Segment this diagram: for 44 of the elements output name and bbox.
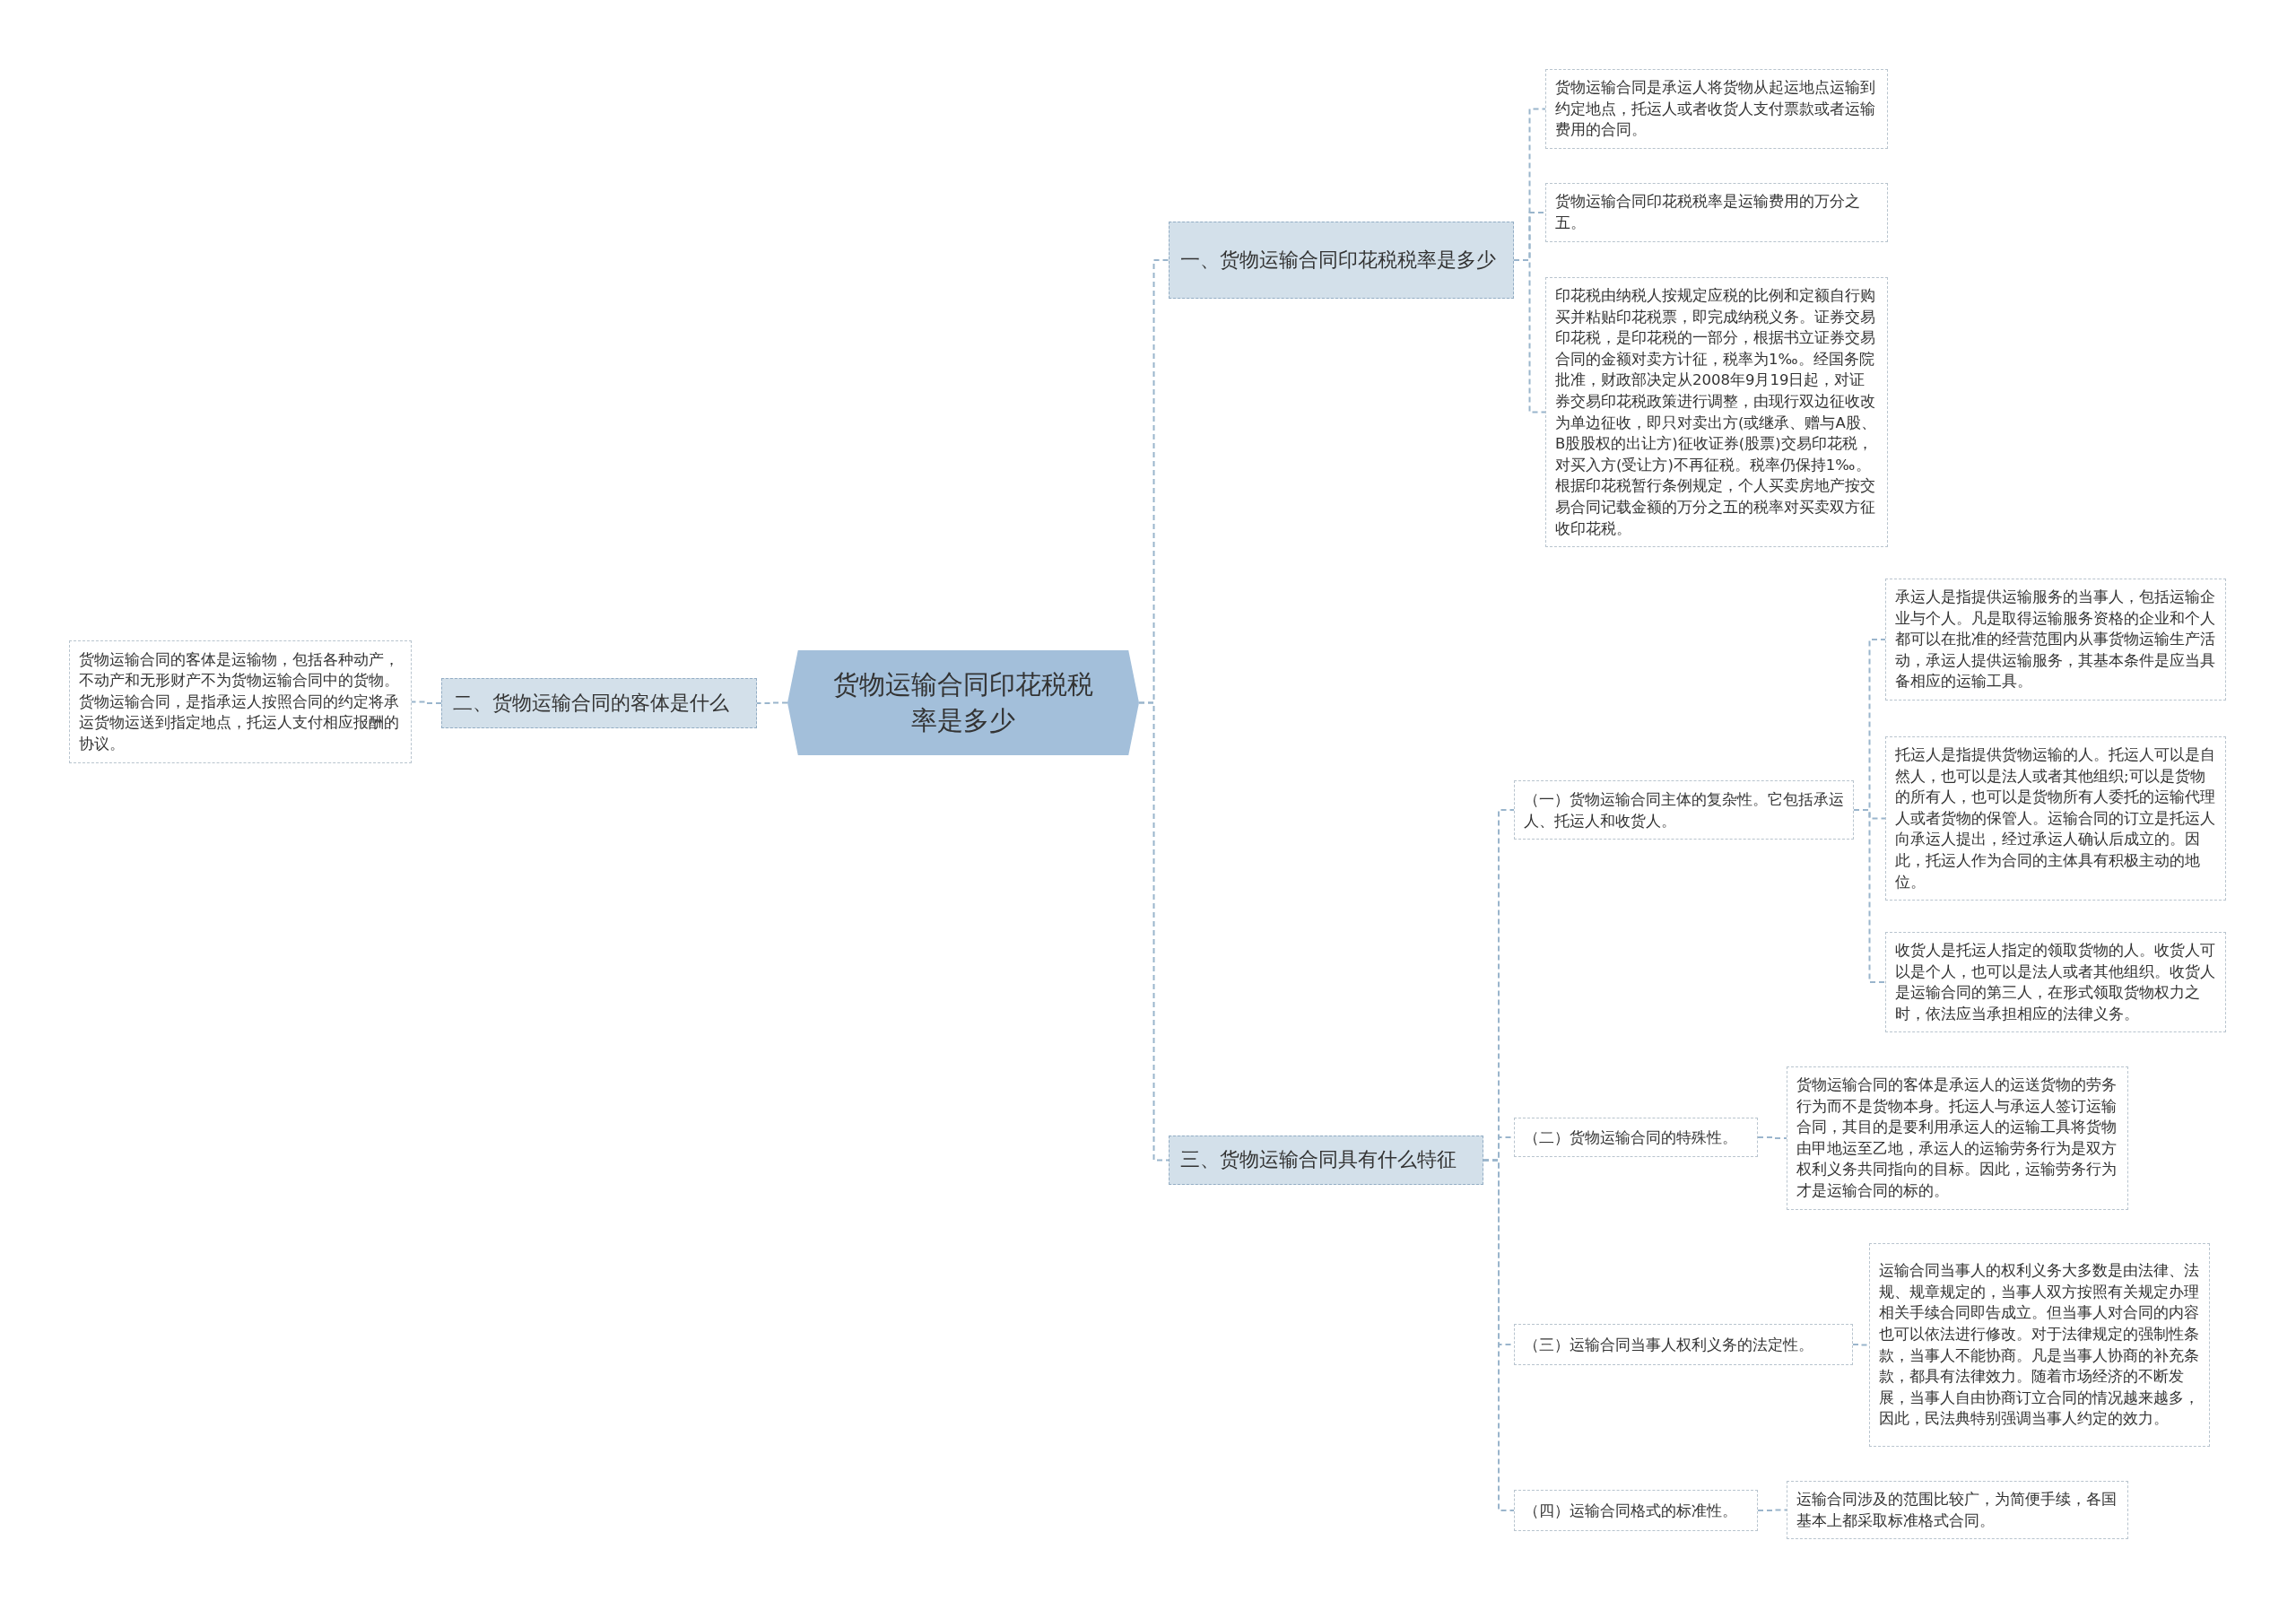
subtopic-box — [1514, 1118, 1758, 1157]
central-topic-hexagon — [787, 650, 1139, 755]
topic-text: （一）货物运输合同主体的复杂性。它包括承运人、托运人和收货人。 — [1524, 788, 1844, 831]
topic-box — [441, 678, 757, 728]
topic-box — [1169, 1136, 1483, 1185]
note-box — [1885, 932, 2226, 1033]
connector-line — [1757, 1136, 1787, 1139]
connector-line — [411, 701, 442, 704]
subtopic-box — [1514, 1490, 1758, 1531]
topic-text: 二、货物运输合同的客体是什么 — [453, 690, 729, 716]
connector-line — [1852, 1344, 1870, 1346]
topic-text: （三）运输合同当事人权利义务的法定性。 — [1524, 1334, 1813, 1355]
connector-line — [1513, 259, 1546, 413]
topic-text: 运输合同涉及的范围比较广，为简便手续，各国基本上都采取标准格式合同。 — [1796, 1490, 2118, 1531]
note-box — [1545, 183, 1888, 242]
note-box — [1885, 736, 2226, 901]
note-box — [69, 640, 412, 763]
subtopic-box — [1514, 780, 1854, 840]
note-box — [1787, 1066, 2128, 1210]
topic-text: 货物运输合同印花税税率是多少 — [832, 668, 1094, 737]
note-box — [1787, 1481, 2128, 1540]
topic-text: 收货人是托运人指定的领取货物的人。收货人可以是个人，也可以是法人或者其他组织。收货人是运输合同的第三人，在形式领取货物权力之时，依法应当承担相应的法律义务。 — [1895, 941, 2216, 1024]
connector-line — [1483, 1159, 1515, 1511]
topic-text: 货物运输合同的客体是运输物，包括各种动产，不动产和无形财产不为货物运输合同中的货物。货物运输合同，是指承运人按照合同的约定将承运货物运送到指定地点，托运人支付相应报酬的协议。 — [79, 649, 400, 754]
topic-text: 货物运输合同是承运人将货物从起运地点运输到约定地点，托运人或者收货人支付票款或者运输费用的合同。 — [1555, 78, 1876, 141]
subtopic-box — [1514, 1324, 1853, 1365]
note-box — [1885, 579, 2226, 701]
topic-text: 货物运输合同的客体是承运人的运送货物的劳务行为而不是货物本身。托运人与承运人签订运输合同，其目的是要利用承运人的运输工具将货物由甲地运至乙地，承运人的运输劳务行为是双方权利义务共同指向的目标。因此，运输劳务行为才是运输合同的标的。 — [1796, 1075, 2118, 1201]
topic-text: 托运人是指提供货物运输的人。托运人可以是自然人，也可以是法人或者其他组织;可以是货物的所有人，也可以是货物所有人委托的运输代理人或者货物的保管人。运输合同的订立是托运人向承运人提出，经过承运人确认后成立的。因此，托运人作为合同的主体具有积极主动的地位。 — [1895, 745, 2216, 892]
topic-text: （四）运输合同格式的标准性。 — [1524, 1500, 1737, 1521]
topic-text: 运输合同当事人的权利义务大多数是由法律、法规、规章规定的，当事人双方按照有关规定办理相关手续合同即告成立。但当事人对合同的内容也可以依法进行修改。对于法律规定的强制性条款，当事人不能协商。凡是当事人协商的补充条款，都具有法律效力。随着市场经济的不断发展，当事人自由协商订立合同的情况越来越多，因此，民法典特别强调当事人约定的效力。 — [1879, 1261, 2200, 1430]
connector-line — [1757, 1509, 1787, 1511]
topic-text: 三、货物运输合同具有什么特征 — [1180, 1147, 1457, 1173]
topic-text: 承运人是指提供运输服务的当事人，包括运输企业与个人。凡是取得运输服务资格的企业和个人都可以在批准的经营范围内从事货物运输生产活动，承运人提供运输服务，其基本条件是应当具备相应的运输工具。 — [1895, 587, 2216, 692]
note-box — [1545, 69, 1888, 149]
connector-line — [1853, 809, 1886, 983]
connector-line — [1138, 701, 1170, 1162]
topic-text: 货物运输合同印花税税率是运输费用的万分之五。 — [1555, 192, 1861, 233]
connector-line — [756, 701, 788, 704]
topic-text: 一、货物运输合同印花税税率是多少 — [1180, 247, 1496, 273]
topic-box — [1169, 222, 1514, 299]
topic-text: 印花税由纳税人按规定应税的比例和定额自行购买并粘贴印花税票，即完成纳税义务。证券交易印花税，是印花税的一部分，根据书立证券交易合同的金额对卖方计征，税率为1‰。经国务院批准，财政部决定从2008年9月19日起，对证券交易印花税政策进行调整，由现行双边征收改为单边征收，即只对卖出方(或继承、赠与A股、B股股权的出让方)征收证券(股票)交易印花税，对买入方(受让方)不再征税。税率仍保持1‰。根据印花税暂行条例规定，个人买卖房地产按交易合同记载金额的万分之五的税率对买卖双方征收印花税。 — [1555, 286, 1877, 539]
topic-text: （二）货物运输合同的特殊性。 — [1524, 1127, 1737, 1148]
note-box — [1869, 1243, 2210, 1447]
